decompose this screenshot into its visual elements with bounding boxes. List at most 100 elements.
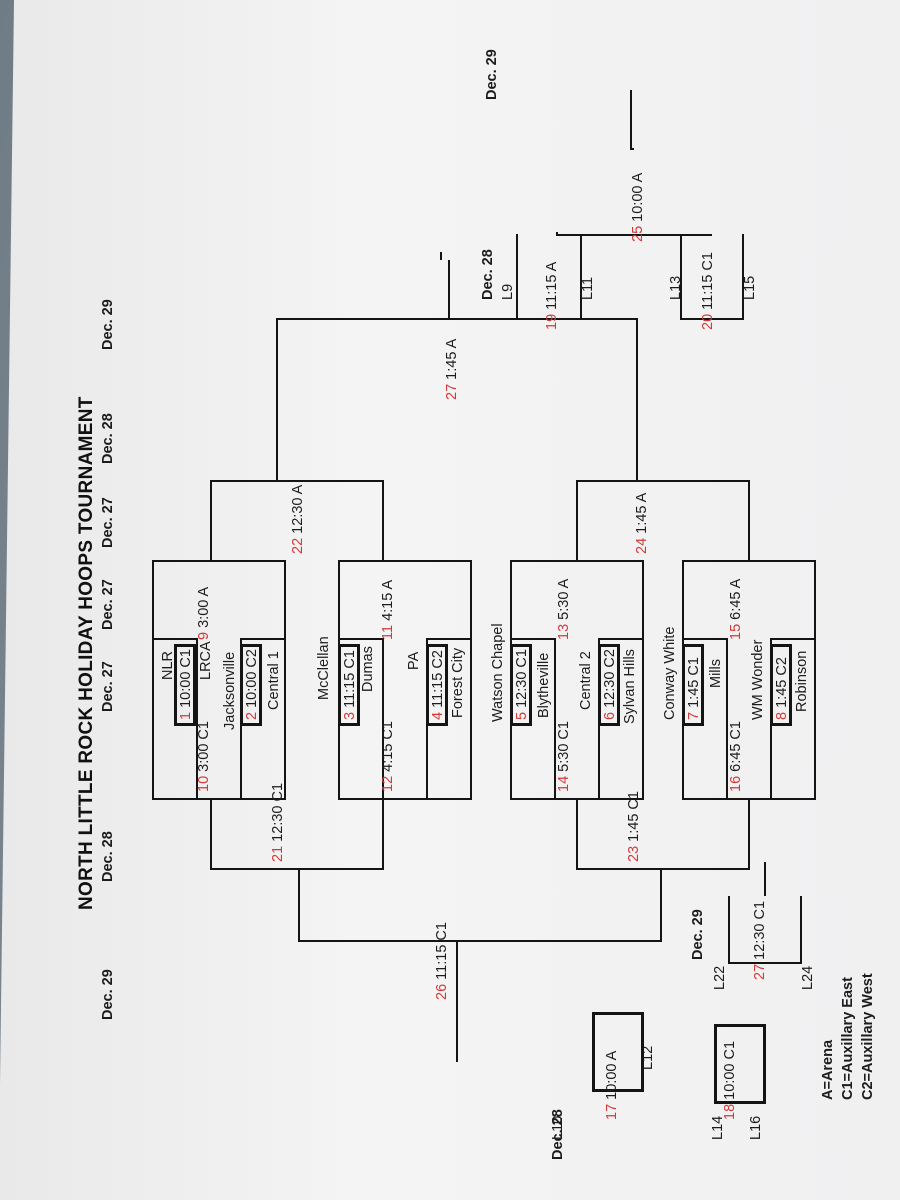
game-24-label: 24 1:45 A <box>634 492 650 554</box>
bracket-line <box>800 896 802 964</box>
loser-l10: L10 <box>550 1115 566 1140</box>
header-dec28-right: Dec. 28 <box>100 413 116 464</box>
team-lrca: LRCA <box>198 641 214 680</box>
bracket-line <box>210 868 382 870</box>
bracket-line <box>470 638 472 800</box>
bracket-line <box>210 798 212 870</box>
loser-l11: L11 <box>580 276 596 300</box>
team-sylvan-hills: Sylvan Hills <box>622 649 638 724</box>
bracket-line <box>556 232 558 236</box>
loser-l16: L16 <box>748 1115 764 1140</box>
game-10-label: 10 3:00 C1 <box>196 721 212 792</box>
bracket-line <box>642 560 644 640</box>
game-27b-label: 27 12:30 C1 <box>752 900 768 980</box>
bracket-line <box>682 638 726 640</box>
bracket-line <box>152 560 154 640</box>
bracket-line <box>598 638 642 640</box>
bracket-line <box>728 896 730 964</box>
team-blytheville: Blytheville <box>536 652 552 718</box>
game-18-label: 18 10:00 C1 <box>722 1040 738 1120</box>
team-mills: Mills <box>708 659 724 688</box>
game-3-label: 3 11:15 C1 <box>342 650 358 720</box>
bracket-line <box>576 480 578 562</box>
team-jacksonville: Jacksonville <box>222 651 238 730</box>
bracket-line <box>284 560 286 640</box>
bracket-line <box>382 798 384 870</box>
game-14-label: 14 5:30 C1 <box>556 721 572 792</box>
loser-l24: L24 <box>800 965 816 990</box>
header-dec27-mid1: Dec. 27 <box>100 579 116 630</box>
bracket-line <box>770 638 814 640</box>
bracket-line <box>210 480 212 562</box>
game-17-label: 17 10:00 A <box>604 1050 620 1120</box>
bracket-line <box>576 480 748 482</box>
team-central-2: Central 2 <box>578 651 594 710</box>
header-cons-dec29-a: Dec. 29 <box>484 49 500 100</box>
bracket-line <box>284 638 286 800</box>
bracket-line <box>748 798 750 870</box>
game-4-label: 4 11:15 C2 <box>430 650 446 720</box>
bracket-line <box>338 798 470 800</box>
header-dec28-left: Dec. 28 <box>100 831 116 882</box>
bracket-line <box>276 318 278 482</box>
game-12-label: 12 4:15 C1 <box>380 721 396 792</box>
bracket-line <box>660 868 662 942</box>
bracket-line <box>298 940 660 942</box>
bracket-line <box>764 862 766 896</box>
bracket-line <box>440 252 442 260</box>
header-cons-dec29-b: Dec. 29 <box>690 909 706 960</box>
team-conway-white: Conway White <box>662 626 678 720</box>
bracket-line <box>152 638 196 640</box>
bracket-line <box>338 638 382 640</box>
game-7-label: 7 1:45 C1 <box>686 657 702 720</box>
game-5-label: 5 12:30 C1 <box>514 649 530 720</box>
loser-l9: L9 <box>500 283 516 300</box>
bracket-line <box>680 234 682 320</box>
bracket-line <box>748 480 750 562</box>
team-wm-wonder: WM Wonder <box>750 639 766 720</box>
team-dumas: Dumas <box>360 646 376 692</box>
bracket-line <box>576 868 748 870</box>
game-15-label: 15 6:45 A <box>728 578 744 640</box>
game-25-label: 25 10:00 A <box>630 172 646 242</box>
team-pa: PA <box>406 651 422 670</box>
game-2-label: 2 10:00 C2 <box>244 649 260 720</box>
bracket-line <box>580 234 582 320</box>
game-9-label: 9 3:00 A <box>196 586 212 640</box>
bracket-line <box>298 868 300 942</box>
bracket-line <box>470 560 472 640</box>
legend-c1: C1=Auxillary East <box>840 977 856 1100</box>
legend-arena: A=Arena <box>820 1039 836 1100</box>
game-8-label: 8 1:45 C2 <box>774 657 790 720</box>
game-21-label: 21 12:30 C1 <box>270 782 286 862</box>
game-11-label: 11 4:15 A <box>380 579 396 640</box>
header-dec27-left: Dec. 27 <box>100 661 116 712</box>
bracket-line <box>510 638 554 640</box>
bracket-line <box>742 234 744 320</box>
header-dec27-mid2: Dec. 27 <box>100 497 116 548</box>
bracket-line <box>152 638 154 800</box>
game-23-label: 23 1:45 C1 <box>626 791 642 862</box>
loser-l15: L15 <box>742 275 758 300</box>
team-watson-chapel: Watson Chapel <box>490 623 506 722</box>
game-16-label: 16 6:45 C1 <box>728 721 744 792</box>
loser-l22: L22 <box>712 965 728 990</box>
legend-c2: C2=Auxillary West <box>860 973 876 1100</box>
header-dec29-right: Dec. 29 <box>100 299 116 350</box>
bracket-line <box>630 90 632 150</box>
game-1-label: 1 10:00 C1 <box>178 649 194 720</box>
header-cons-dec28-a: Dec. 28 <box>480 249 496 300</box>
game-27-label: 27 1:45 A <box>444 338 460 400</box>
bracket-line <box>152 798 284 800</box>
team-forest-city: Forest City <box>450 647 466 718</box>
bracket-line <box>338 560 340 640</box>
bracket-line <box>636 318 638 482</box>
tournament-title: NORTH LITTLE ROCK HOLIDAY HOOPS TOURNAME… <box>76 396 97 910</box>
bracket-line <box>152 560 284 562</box>
bracket-line <box>576 798 578 870</box>
game-6-label: 6 12:30 C2 <box>602 649 618 720</box>
game-20-label: 20 11:15 C1 <box>700 252 716 330</box>
bracket-line <box>814 638 816 800</box>
team-mcclellan: McClellan <box>316 636 332 700</box>
